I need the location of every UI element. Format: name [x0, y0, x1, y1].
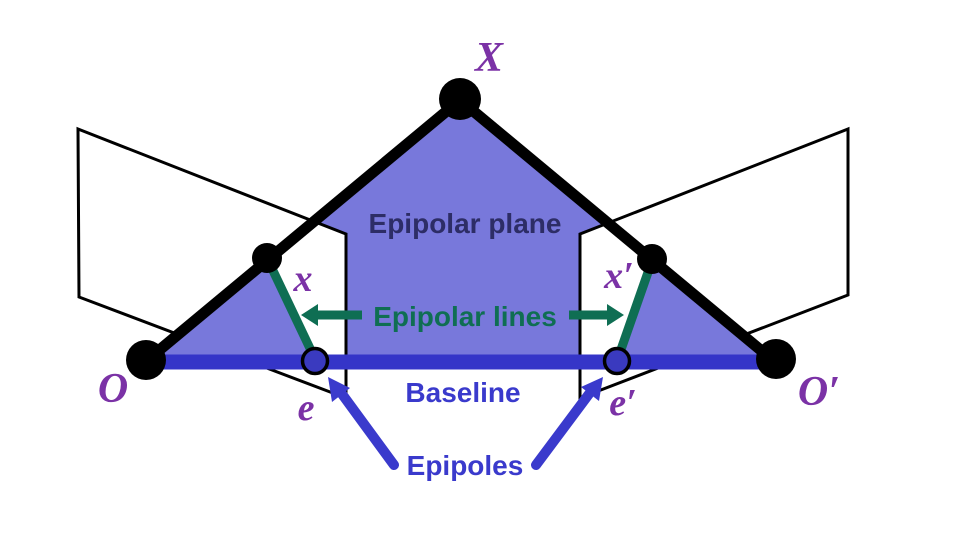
left-projection-triangle — [145, 258, 316, 362]
epipoles-right-arrowhead-icon — [581, 377, 603, 401]
epipoles-right-arrow-shaft — [531, 389, 594, 470]
epipoles-label: Epipoles — [407, 450, 524, 481]
ray-O-to-X — [141, 95, 464, 367]
epipolar-lines-left-arrowhead-icon — [301, 304, 318, 326]
baseline-label: Baseline — [405, 377, 520, 408]
epipoles-left-arrow — [328, 377, 399, 470]
label-x: x — [293, 258, 313, 300]
label-e: e — [298, 387, 315, 429]
point-O — [126, 340, 166, 380]
point-x-prime — [637, 244, 667, 274]
epipolar-plane-label: Epipolar plane — [369, 208, 562, 239]
label-X: X — [473, 35, 504, 81]
epipolar-lines-right-arrow — [569, 304, 624, 326]
left-epipolar-line — [262, 256, 321, 363]
epipolar-lines-label: Epipolar lines — [373, 301, 557, 332]
right-epipolar-line — [612, 256, 658, 363]
point-x — [252, 243, 282, 273]
ray-Oprime-to-X — [456, 95, 779, 367]
epipoles-right-arrow — [531, 377, 603, 470]
point-O-prime — [756, 339, 796, 379]
epipoles-left-arrowhead-icon — [328, 377, 350, 402]
label-O-prime: O′ — [798, 369, 840, 415]
label-x-prime: x′ — [603, 255, 634, 297]
label-O: O — [98, 366, 128, 412]
label-e-prime: e′ — [609, 382, 637, 424]
point-X — [439, 78, 481, 120]
epipole-e-prime — [602, 346, 632, 376]
epipole-e — [300, 346, 330, 376]
epipolar-lines-right-arrowhead-icon — [607, 304, 624, 326]
epipoles-left-arrow-shaft — [337, 389, 399, 470]
epipolar-lines-left-arrow — [301, 304, 362, 326]
